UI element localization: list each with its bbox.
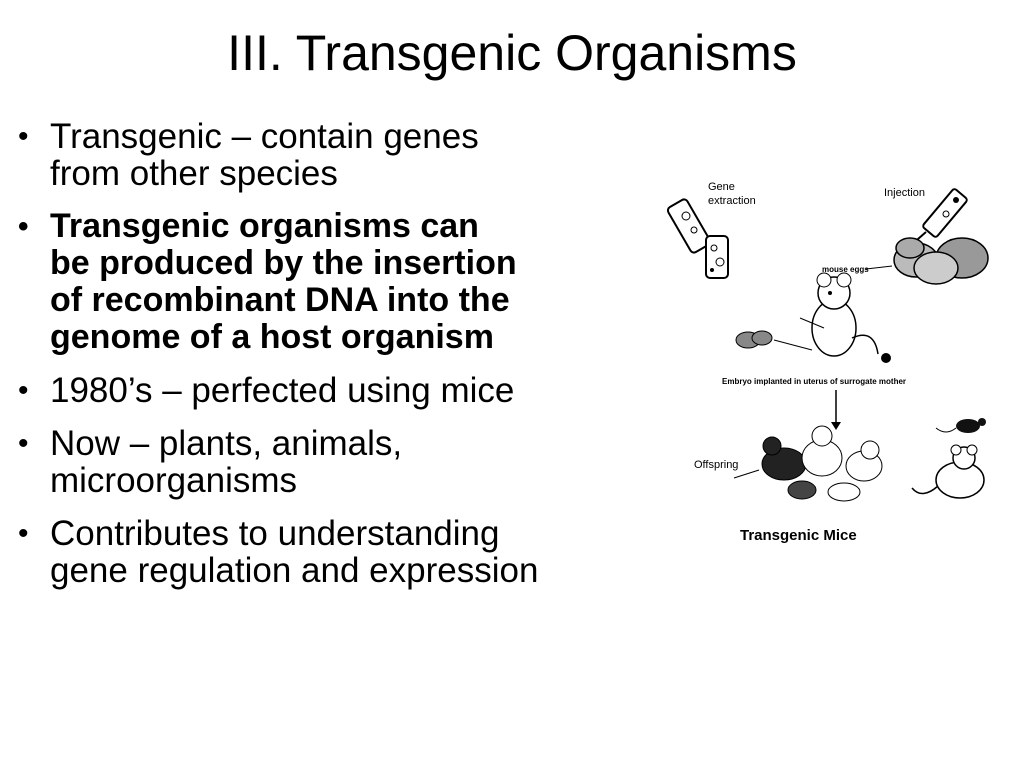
transgenic-mice-diagram: Gene extraction Injection mouse eggs [664,178,1014,558]
bullet-text: Transgenic – contain genes [50,117,479,156]
bullet-item: • 1980’s – perfected using mice [16,372,696,409]
mouse-egg-icon [893,237,989,285]
offspring-mice-icon [733,425,883,502]
injection-label: Injection [884,187,925,199]
bullet-dot-icon: • [18,210,29,243]
slide-title: III. Transgenic Organisms [227,25,797,81]
diagram-caption: Transgenic Mice [740,527,857,544]
bullet-dot-icon: • [18,427,29,460]
bullet-text: genome of a host organism [50,318,494,356]
adult-mouse-icon [911,418,986,499]
bullet-text: from other species [50,154,338,193]
bullet-list: • Transgenic – contain genes from other … [16,118,696,605]
bullet-text: Transgenic organisms can [50,207,479,245]
bullet-dot-icon: • [18,374,29,407]
bullet-text: 1980’s – perfected using mice [50,371,515,410]
arrowhead-icon [831,422,841,430]
bullet-item: • Now – plants, animals, microorganisms [16,425,696,499]
offspring-label: Offspring [694,459,738,471]
bullet-dot-icon: • [18,120,29,153]
bullet-text: be produced by the insertion [50,244,517,282]
bullet-text: gene regulation and expression [50,551,539,590]
bullet-item: • Transgenic – contain genes from other … [16,118,696,192]
bullet-text: Contributes to understanding [50,514,500,553]
bullet-text: microorganisms [50,461,297,500]
bullet-text: Now – plants, animals, [50,424,403,463]
gene-label: Gene [708,181,735,193]
bullet-text: of recombinant DNA into the [50,281,510,319]
test-tube-icon [666,198,729,279]
diagram-svg: Gene extraction Injection mouse eggs [666,181,989,544]
bullet-item: • Transgenic organisms can be produced b… [16,208,696,356]
bullet-item: • Contributes to understanding gene regu… [16,515,696,589]
mouse-eggs-label: mouse eggs [822,265,869,274]
bullet-dot-icon: • [18,517,29,550]
embryo-label: Embryo implanted in uterus of surrogate … [722,377,906,386]
extraction-label: extraction [708,195,756,207]
surrogate-mouse-icon [735,272,891,363]
